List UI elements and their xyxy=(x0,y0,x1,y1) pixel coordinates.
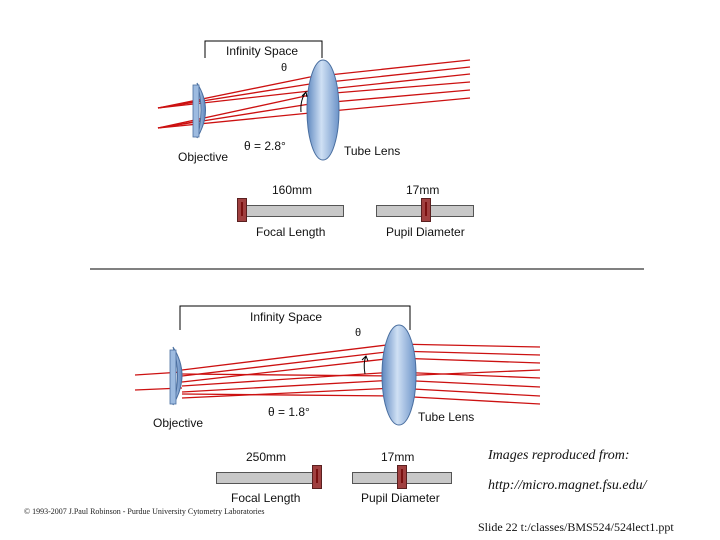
slide-footer: Slide 22 t:/classes/BMS524/524lect1.ppt xyxy=(478,520,674,534)
bottom-tube-lens-label: Tube Lens xyxy=(418,410,475,424)
top-angle-label: θ = 2.8° xyxy=(244,139,286,153)
credit-heading: Images reproduced from: xyxy=(488,448,630,463)
top-infinity-bracket xyxy=(204,40,323,58)
bottom-angle-arrow xyxy=(361,355,369,375)
copyright-text: © 1993-2007 J.Paul Robinson - Purdue Uni… xyxy=(24,507,265,516)
bottom-pupil-handle[interactable] xyxy=(397,465,407,489)
top-tube-lens xyxy=(306,59,340,161)
top-focal-length-label: Focal Length xyxy=(256,225,326,239)
bottom-objective-label: Objective xyxy=(153,416,204,430)
bottom-focal-length-track[interactable] xyxy=(216,472,322,484)
top-infinity-label: Infinity Space xyxy=(226,44,299,58)
bottom-infinity-label: Infinity Space xyxy=(250,310,323,324)
top-focal-length-track[interactable] xyxy=(238,205,344,217)
top-angle-arrow xyxy=(300,90,308,113)
top-pupil-value: 17mm xyxy=(406,183,440,197)
bottom-focal-length-value: 250mm xyxy=(246,450,287,464)
bottom-focal-length-label: Focal Length xyxy=(231,491,301,505)
top-tube-lens-label: Tube Lens xyxy=(344,144,401,158)
bottom-tube-lens xyxy=(381,324,417,426)
top-pupil-handle[interactable] xyxy=(421,198,431,222)
bottom-pupil-label: Pupil Diameter xyxy=(361,491,440,505)
bottom-angle-label: θ = 1.8° xyxy=(268,405,310,419)
bottom-infinity-bracket xyxy=(179,305,411,330)
top-objective-label: Objective xyxy=(178,150,229,164)
bottom-light-rays xyxy=(134,343,541,405)
top-focal-length-handle[interactable] xyxy=(237,198,247,222)
credit-url[interactable]: http://micro.magnet.fsu.edu/ xyxy=(488,478,647,493)
bottom-focal-length-handle[interactable] xyxy=(312,465,322,489)
top-objective-lens xyxy=(192,82,206,139)
bottom-objective-lens xyxy=(169,346,183,406)
top-pupil-label: Pupil Diameter xyxy=(386,225,465,239)
top-theta-symbol: θ xyxy=(281,62,288,74)
bottom-theta-symbol: θ xyxy=(355,327,362,339)
top-focal-length-value: 160mm xyxy=(272,183,313,197)
bottom-pupil-value: 17mm xyxy=(381,450,415,464)
